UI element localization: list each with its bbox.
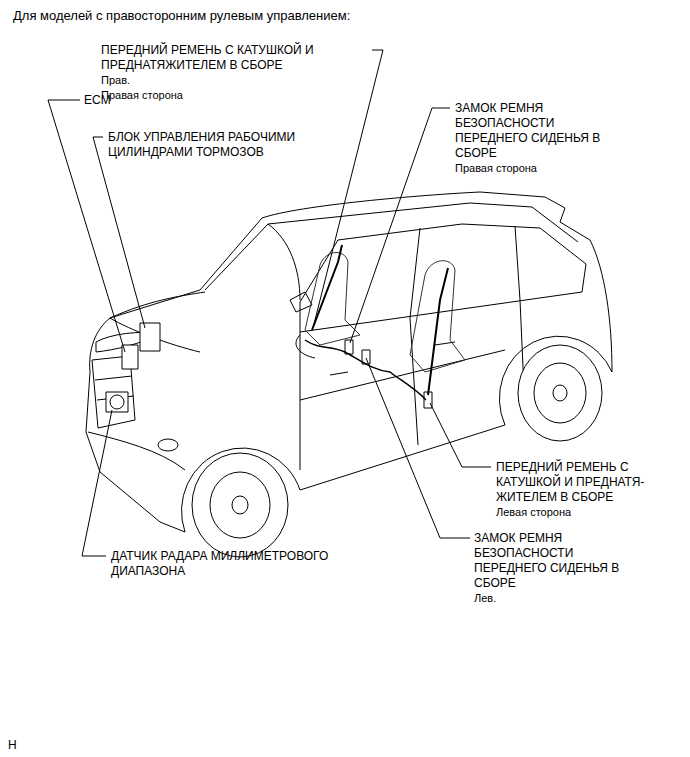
part-label: H: [8, 738, 17, 753]
label-line: СБОРЕ: [474, 576, 619, 591]
part-label: БЛОК УПРАВЛЕНИЯ РАБОЧИМИ ЦИЛИНДРАМИ ТОРМ…: [108, 130, 295, 160]
part-label: ДАТЧИК РАДАРА МИЛЛИМЕТРОВОГО ДИАПАЗОНА: [111, 549, 328, 579]
part-label: ПЕРЕДНИЙ РЕМЕНЬ С КАТУШКОЙ И ПРЕДНАТЯЖИТ…: [101, 43, 314, 103]
label-line: ПЕРЕДНИЙ РЕМЕНЬ С КАТУШКОЙ И: [101, 43, 314, 58]
label-line: H: [8, 738, 17, 753]
part-label: ЗАМОК РЕМНЯ БЕЗОПАСНОСТИ ПЕРЕДНЕГО СИДЕН…: [455, 101, 600, 176]
label-line: БЕЗОПАСНОСТИ: [474, 546, 619, 561]
label-line: ПЕРЕДНЕГО СИДЕНЬЯ В: [474, 561, 619, 576]
label-line: Правая сторона: [101, 88, 314, 103]
label-line: СБОРЕ: [455, 146, 600, 161]
label-line: ЗАМОК РЕМНЯ: [455, 101, 600, 116]
label-line: ПЕРЕДНЕГО СИДЕНЬЯ В: [455, 131, 600, 146]
label-line: Лев.: [474, 591, 619, 606]
label-line: Правая сторона: [455, 161, 600, 176]
part-label: ПЕРЕДНИЙ РЕМЕНЬ С КАТУШКОЙ И ПРЕДНАТЯ- Ж…: [496, 460, 644, 520]
label-line: Прав.: [101, 73, 314, 88]
label-line: ЦИЛИНДРАМИ ТОРМОЗОВ: [108, 145, 295, 160]
heading: Для моделей с правосторонним рулевым упр…: [13, 8, 350, 24]
part-label: ЗАМОК РЕМНЯ БЕЗОПАСНОСТИ ПЕРЕДНЕГО СИДЕН…: [474, 531, 619, 606]
label-line: ПЕРЕДНИЙ РЕМЕНЬ С: [496, 460, 644, 475]
label-line: КАТУШКОЙ И ПРЕДНАТЯ-: [496, 475, 644, 490]
label-line: ЗАМОК РЕМНЯ: [474, 531, 619, 546]
label-line: ПРЕДНАТЯЖИТЕЛЕМ В СБОРЕ: [101, 58, 314, 73]
label-line: ДАТЧИК РАДАРА МИЛЛИМЕТРОВОГО: [111, 549, 328, 564]
label-line: ЖИТЕЛЕМ В СБОРЕ: [496, 490, 644, 505]
label-line: ДИАПАЗОНА: [111, 564, 328, 579]
label-line: БЕЗОПАСНОСТИ: [455, 116, 600, 131]
label-line: Левая сторона: [496, 505, 644, 520]
label-line: БЛОК УПРАВЛЕНИЯ РАБОЧИМИ: [108, 130, 295, 145]
part-label: ECM: [84, 93, 111, 108]
label-line: ECM: [84, 93, 111, 108]
